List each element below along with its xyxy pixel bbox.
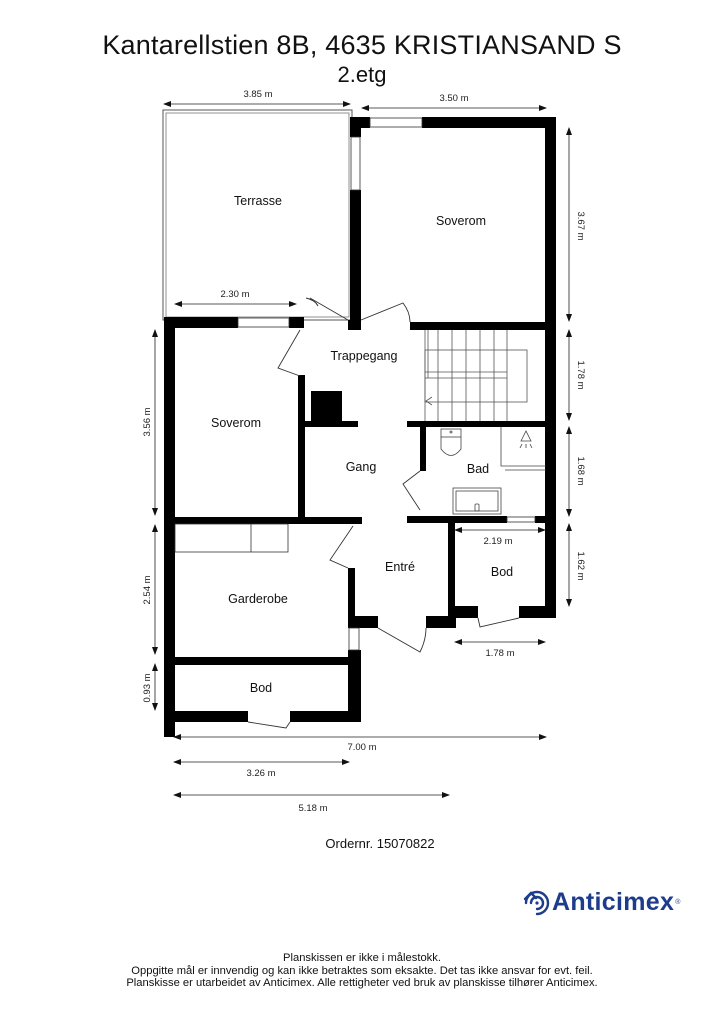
dim-top-left: 3.85 m [243, 89, 272, 100]
anticimex-logo: Anticimex® [522, 888, 680, 917]
room-gang: Gang [346, 460, 377, 474]
address-title: Kantarellstien 8B, 4635 KRISTIANSAND S [102, 30, 622, 60]
room-trappegang: Trappegang [331, 349, 398, 363]
dimension-lines [152, 101, 572, 798]
room-soverom-ne: Soverom [436, 214, 486, 228]
shower-icon [519, 430, 533, 449]
brand-name: Anticimex [552, 888, 675, 916]
sink [452, 487, 502, 515]
room-bod-e: Bod [491, 565, 513, 579]
order-number: Ordernr. 15070822 [325, 836, 435, 851]
wardrobe-shelves [174, 523, 289, 553]
terrace [162, 109, 353, 321]
dim-right-4: 1.62 m [575, 551, 586, 580]
staircase [424, 330, 528, 421]
dim-right-3: 1.68 m [575, 456, 586, 485]
registered-mark: ® [675, 899, 681, 906]
room-terrasse: Terrasse [234, 194, 282, 208]
dim-right-1: 3.67 m [575, 211, 586, 240]
windows [237, 117, 536, 651]
dim-bottom-1: 3.26 m [246, 768, 275, 779]
room-bad: Bad [467, 462, 489, 476]
dim-bod-inner: 2.19 m [483, 536, 512, 547]
disclaimer-line-2: Oppgitte mål er innvendig og kan ikke be… [131, 964, 593, 977]
shower-enclosure [500, 427, 546, 471]
disclaimer-line-3: Planskisse er utarbeidet av Anticimex. A… [126, 977, 598, 989]
bathroom-fixtures [440, 427, 546, 515]
room-bod-s: Bod [250, 681, 272, 695]
dim-left-1: 3.56 m [142, 407, 153, 436]
dim-bod-bottom: 1.78 m [485, 648, 514, 659]
room-garderobe: Garderobe [228, 592, 288, 606]
toilet-tank [440, 428, 462, 438]
dim-left-3: 0.93 m [142, 673, 153, 702]
dim-terrace-inner: 2.30 m [220, 289, 249, 300]
room-entre: Entré [385, 560, 415, 574]
disclaimer-line-1: Planskissen er ikke i målestokk. [283, 952, 441, 964]
stair-direction-arrow [425, 396, 433, 406]
dim-top-right: 3.50 m [439, 93, 468, 104]
anticimex-swirl-icon [523, 890, 550, 915]
dim-bottom-2: 5.18 m [298, 803, 327, 814]
dim-left-2: 2.54 m [142, 575, 153, 604]
dim-total-width: 7.00 m [347, 742, 376, 753]
toilet-bowl [440, 437, 462, 456]
floor-label: 2.etg [337, 62, 387, 87]
doors [247, 297, 520, 729]
room-soverom-w: Soverom [211, 416, 261, 430]
disclaimer: Planskissen er ikke i målestokk. Oppgitt… [0, 952, 724, 990]
dim-right-2: 1.78 m [575, 360, 586, 389]
walls [164, 117, 556, 737]
